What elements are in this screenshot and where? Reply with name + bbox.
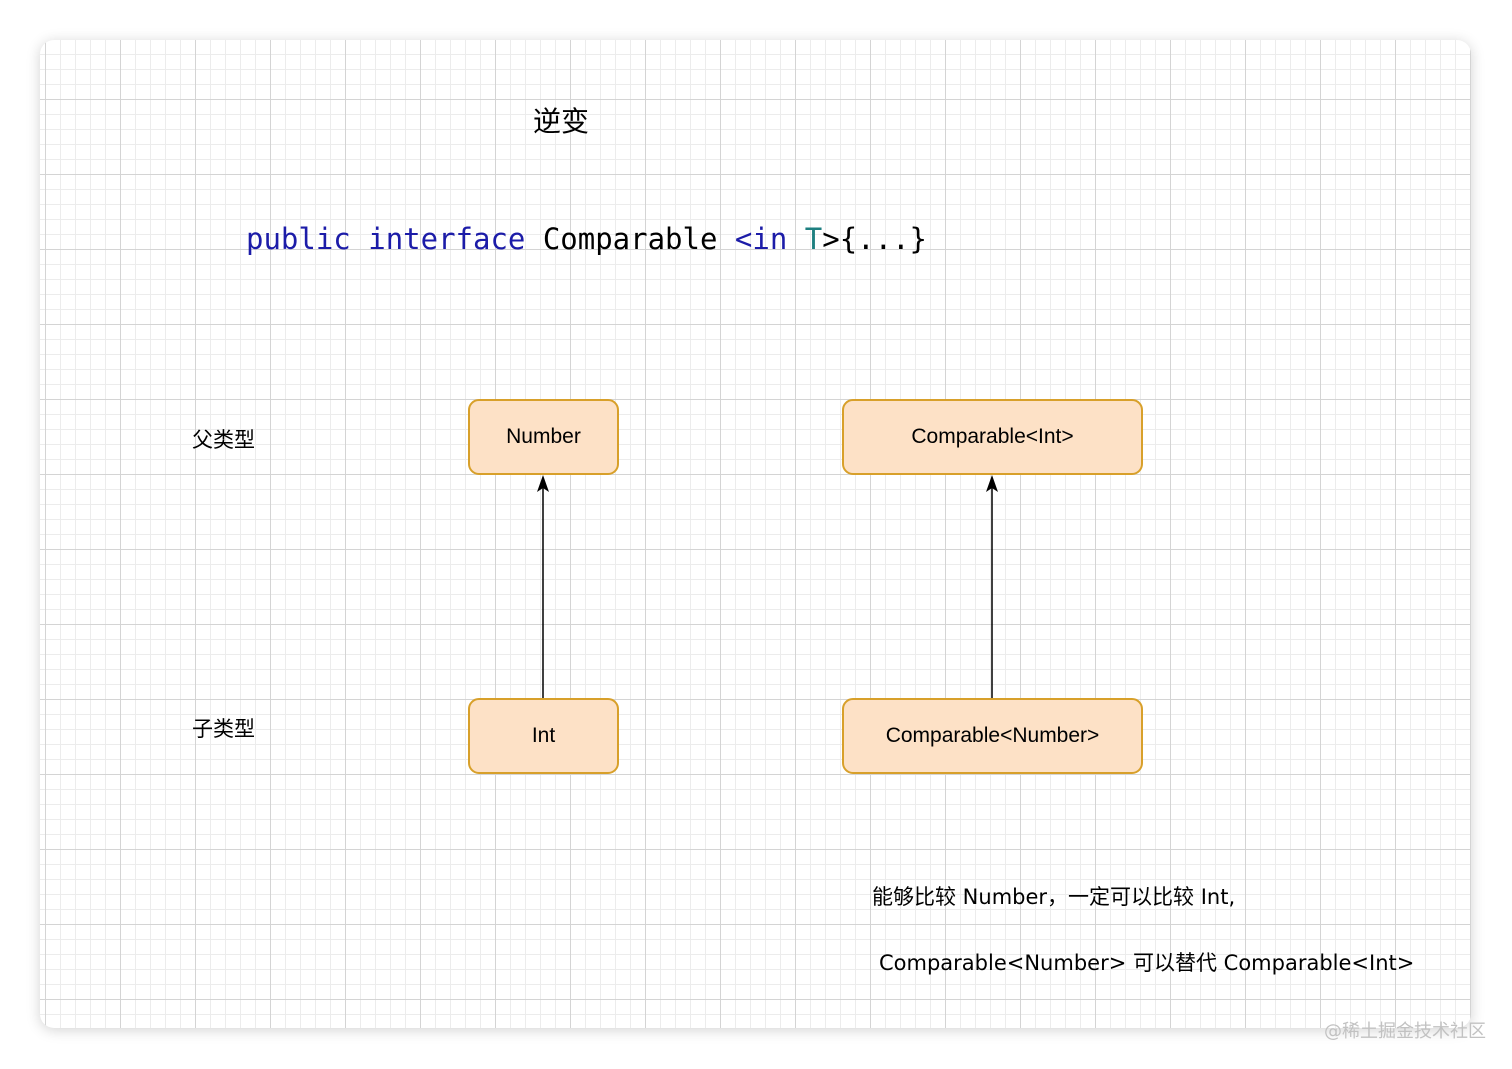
node-int: Int	[468, 698, 619, 774]
code-keyword-interface: interface	[368, 222, 526, 256]
note-line-2: Comparable<Number> 可以替代 Comparable<Int>	[879, 951, 1415, 975]
diagram-title: 逆变	[533, 105, 590, 138]
diagram-canvas: 逆变 public interface Comparable <in T>{..…	[40, 40, 1471, 1028]
code-keyword-in: <in	[734, 222, 788, 256]
node-comparable-int: Comparable<Int>	[842, 399, 1143, 475]
code-type-param: T	[804, 222, 823, 256]
code-snippet: public interface Comparable <in T>{...}	[246, 222, 927, 256]
arrow-head-number	[537, 475, 549, 492]
node-comparable-number: Comparable<Number>	[842, 698, 1143, 774]
node-int-label: Int	[531, 724, 556, 747]
note-line-1: 能够比较 Number，一定可以比较 Int,	[872, 885, 1236, 909]
code-interface-name: Comparable	[542, 222, 718, 256]
node-comparable-number-label: Comparable<Number>	[885, 724, 1100, 747]
code-body: >{...}	[822, 222, 928, 256]
node-number-label: Number	[506, 425, 581, 448]
watermark: @稀土掘金技术社区	[1324, 1021, 1486, 1042]
code-keyword-public: public	[246, 222, 351, 256]
edges-layer	[537, 475, 998, 698]
label-child-type: 子类型	[192, 717, 255, 741]
label-parent-type: 父类型	[192, 428, 255, 452]
arrow-head-comparable-int	[986, 475, 998, 492]
node-number: Number	[468, 399, 619, 475]
node-comparable-int-label: Comparable<Int>	[911, 425, 1074, 448]
